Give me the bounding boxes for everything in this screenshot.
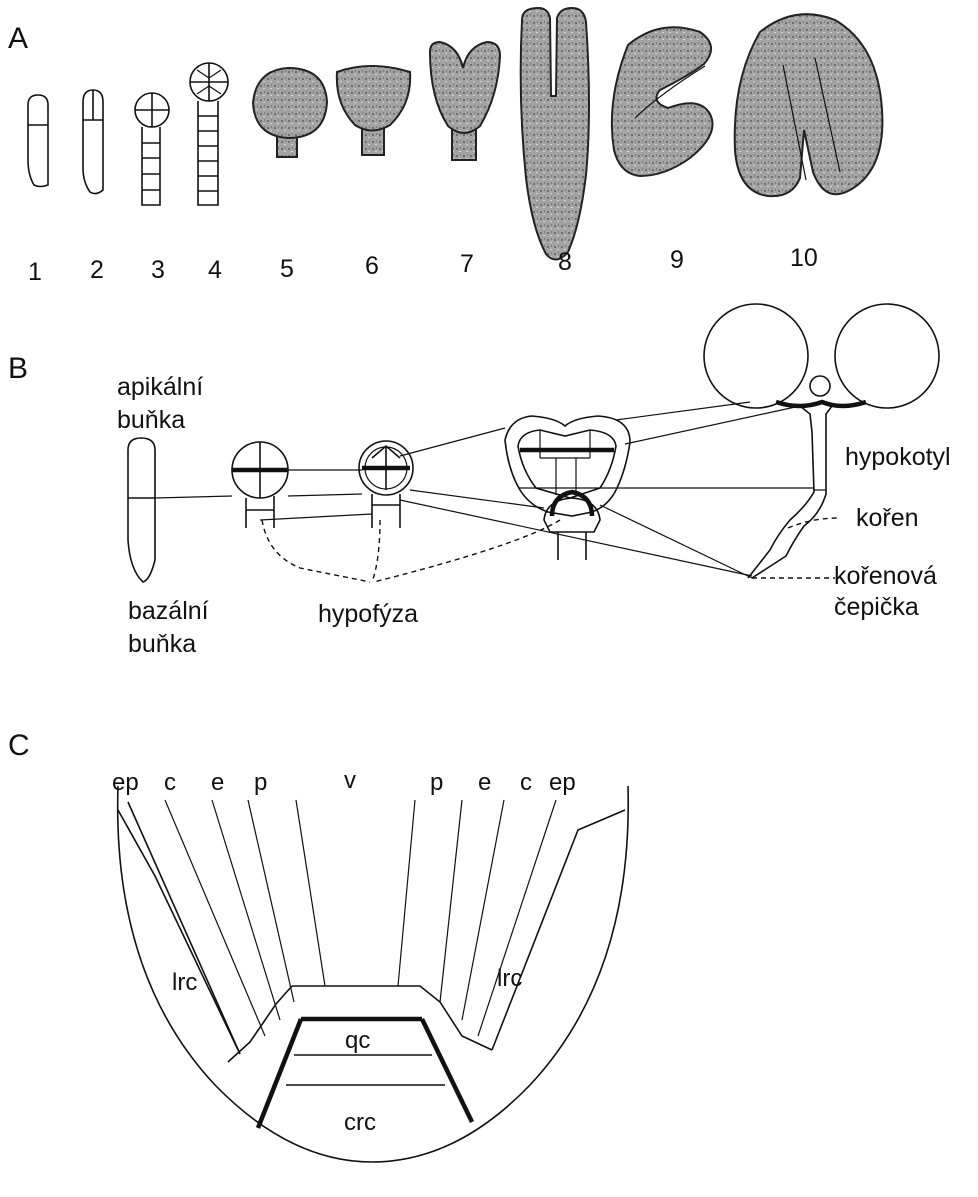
stage-6-transition-embryo [337,66,410,155]
apical-cell-label-line1: apikální [117,373,203,401]
octant-embryo [232,442,288,528]
root-leader-line [788,518,838,528]
label-c-right: c [520,769,532,796]
label-v: v [344,767,356,794]
dermatogen-embryo [359,441,413,528]
stage-6-number: 6 [365,252,379,280]
label-ep-left: ep [112,769,139,796]
stage-10-number: 10 [790,244,818,272]
basal-cell-label-line2: buňka [128,630,196,658]
stage-2-number: 2 [90,256,104,284]
stage-1-number: 1 [28,258,42,286]
seedling [704,304,939,578]
stage-2-embryo [83,90,103,194]
root-cap-label-line1: kořenová [834,562,937,590]
label-crc: crc [344,1109,376,1136]
basal-cell-label-line1: bazální [128,597,209,625]
stage-4-embryo [190,63,228,205]
label-p-left: p [254,769,267,796]
hypocotyl-label: hypokotyl [845,443,951,471]
stage-7-number: 7 [460,250,474,278]
two-cell-embryo [128,438,155,582]
root-cap-label-line2: čepička [834,593,919,621]
panel-a-label: A [8,22,28,55]
stage-9-number: 9 [670,246,684,274]
stage-1-embryo [28,95,48,187]
stage-8-number: 8 [558,248,572,276]
stage-3-embryo [135,93,169,205]
hypophysis-label: hypofýza [318,600,418,628]
label-e-left: e [211,769,224,796]
stage-5-globular-embryo [253,68,327,157]
label-ep-right: ep [549,769,576,796]
label-lrc-right: lrc [497,965,522,992]
panel-b-label: B [8,352,28,385]
stage-5-number: 5 [280,255,294,283]
label-lrc-left: lrc [172,969,197,996]
label-p-right: p [430,769,443,796]
label-c-left: c [164,769,176,796]
stage-4-number: 4 [208,256,222,284]
stage-8-torpedo-embryo [521,8,589,260]
stage-3-number: 3 [151,256,165,284]
stage-7-heart-embryo [430,42,500,160]
label-qc: qc [345,1027,370,1054]
stage-10-mature-embryo [735,14,883,196]
stage-9-bent-embryo [612,27,713,176]
panel-c-label: C [8,729,30,762]
hypophysis-leader-lines [262,520,560,582]
apical-cell-label-line2: buňka [117,406,185,434]
root-label: kořen [856,504,919,532]
label-e-right: e [478,769,491,796]
